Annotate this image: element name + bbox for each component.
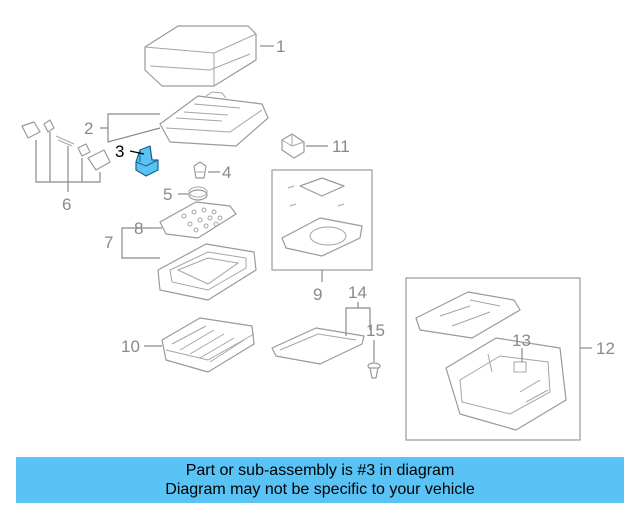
part-12-box: [405, 277, 581, 441]
info-banner: Part or sub-assembly is #3 in diagram Di…: [16, 457, 624, 503]
callout-1: 1: [276, 37, 285, 56]
callout-4: 4: [222, 163, 231, 182]
part-12-assembly: [415, 291, 567, 431]
banner-line-1: Part or sub-assembly is #3 in diagram: [185, 462, 455, 479]
part-7-tray: [157, 243, 257, 301]
callout-7: 7: [104, 233, 113, 252]
callout-3: 3: [115, 142, 124, 161]
callout-5: 5: [163, 185, 172, 204]
callout-10: 10: [121, 337, 140, 356]
part-10-frame: [161, 317, 255, 373]
leader-3: [129, 150, 145, 155]
leader-14: [345, 302, 371, 336]
part-11-connector: [281, 133, 305, 159]
part-1-armrest-lid: [144, 25, 257, 87]
part-8-pad: [159, 201, 237, 239]
callout-6: 6: [62, 195, 71, 214]
callout-11: 11: [332, 137, 350, 156]
part-15-screw: [367, 362, 381, 379]
leader-7: [121, 227, 160, 259]
callout-2: 2: [84, 119, 93, 138]
callout-9: 9: [313, 285, 322, 304]
leader-2: [100, 113, 161, 143]
part-3-clip-highlighted: [135, 145, 159, 177]
callout-14: 14: [348, 283, 367, 302]
banner-line-2: Diagram may not be specific to your vehi…: [165, 481, 475, 498]
part-5-bumper: [188, 186, 208, 201]
leader-6: [35, 132, 101, 192]
part-2-hinge-base: [159, 91, 269, 147]
callout-15: 15: [366, 321, 385, 340]
callout-12: 12: [596, 339, 615, 358]
callout-13: 13: [512, 331, 531, 350]
part-6-hardware: [21, 119, 111, 171]
part-14-mat: [271, 327, 365, 365]
part-9-assembly: [281, 177, 363, 257]
part-4-pin: [193, 161, 207, 179]
